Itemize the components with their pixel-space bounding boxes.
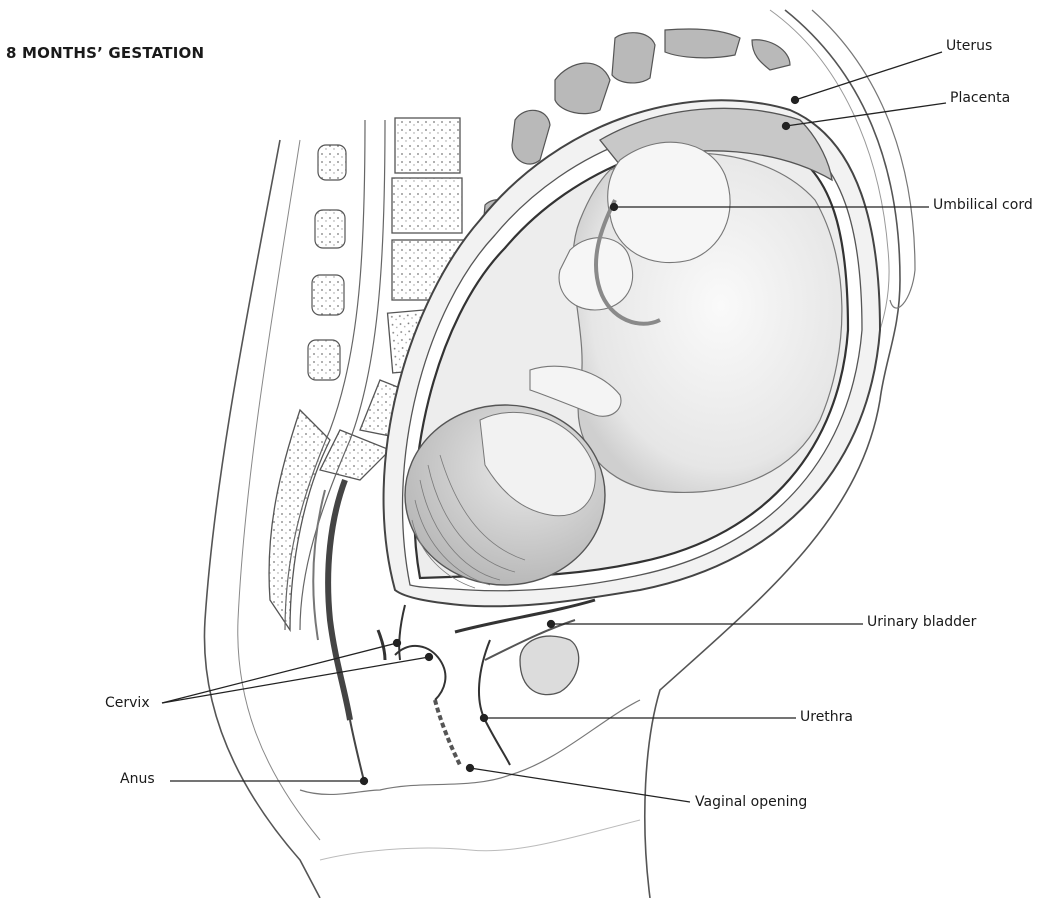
label-umbilical-cord: Umbilical cord <box>933 197 1033 213</box>
diagram-title: 8 MONTHS’ GESTATION <box>6 44 204 62</box>
label-urethra: Urethra <box>800 709 853 725</box>
label-anus: Anus <box>120 771 155 787</box>
label-uterus: Uterus <box>946 38 992 54</box>
label-urinary-bladder: Urinary bladder <box>867 614 976 630</box>
label-cervix: Cervix <box>105 695 150 711</box>
label-placenta: Placenta <box>950 90 1010 106</box>
label-vaginal-opening: Vaginal opening <box>695 794 807 810</box>
